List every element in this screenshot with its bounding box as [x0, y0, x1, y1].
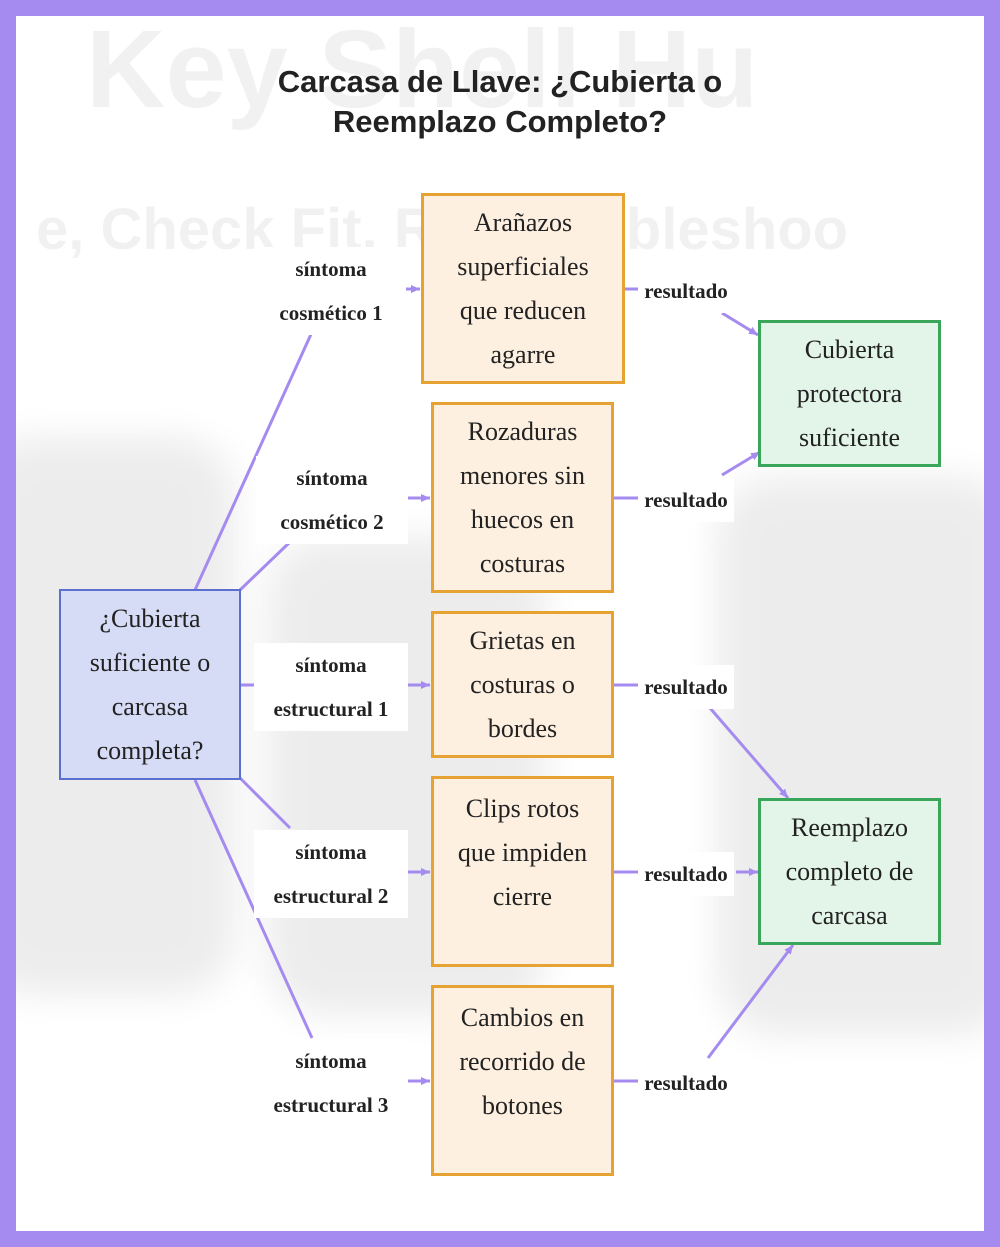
edge-label-result-2: resultado: [638, 478, 734, 522]
title-line-1: Carcasa de Llave: ¿Cubierta o: [277, 64, 723, 99]
background-watermark-title: Key Shell Hu: [86, 16, 759, 131]
edge-label-result-3: resultado: [638, 665, 734, 709]
edge-label-result-1: resultado: [638, 269, 734, 313]
edge-root-symptom-2: [238, 540, 292, 592]
title-line-2: Reemplazo Completo?: [332, 104, 668, 139]
symptom-node-3: Grietas en costuras o bordes: [431, 611, 614, 758]
symptom-node-4: Clips rotos que impiden cierre: [431, 776, 614, 967]
symptom-node-5: Cambios en recorrido de botones: [431, 985, 614, 1176]
edge-root-symptom-1: [193, 331, 314, 591]
edge-symptom-5-result-b: [706, 944, 795, 1059]
edge-root-symptom-5: [193, 779, 314, 1039]
edge-symptom-2-result-b: [721, 450, 761, 477]
edge-label-result-4: resultado: [638, 852, 734, 896]
edge-symptom-3-result-b: [708, 707, 790, 799]
result-node-replacement: Reemplazo completo de carcasa: [758, 798, 941, 945]
edge-symptom-1-result-b: [721, 311, 759, 337]
symptom-node-1: Arañazos superficiales que reducen agarr…: [421, 193, 625, 384]
result-node-cover: Cubierta protectora suficiente: [758, 320, 941, 467]
root-question-node: ¿Cubierta suficiente o carcasa completa?: [59, 589, 241, 780]
symptom-node-2: Rozaduras menores sin huecos en costuras: [431, 402, 614, 593]
edge-root-symptom-4: [238, 776, 292, 830]
diagram-title: Carcasa de Llave: ¿Cubierta o Reemplazo …: [0, 62, 1000, 142]
edge-label-result-5: resultado: [638, 1061, 734, 1105]
